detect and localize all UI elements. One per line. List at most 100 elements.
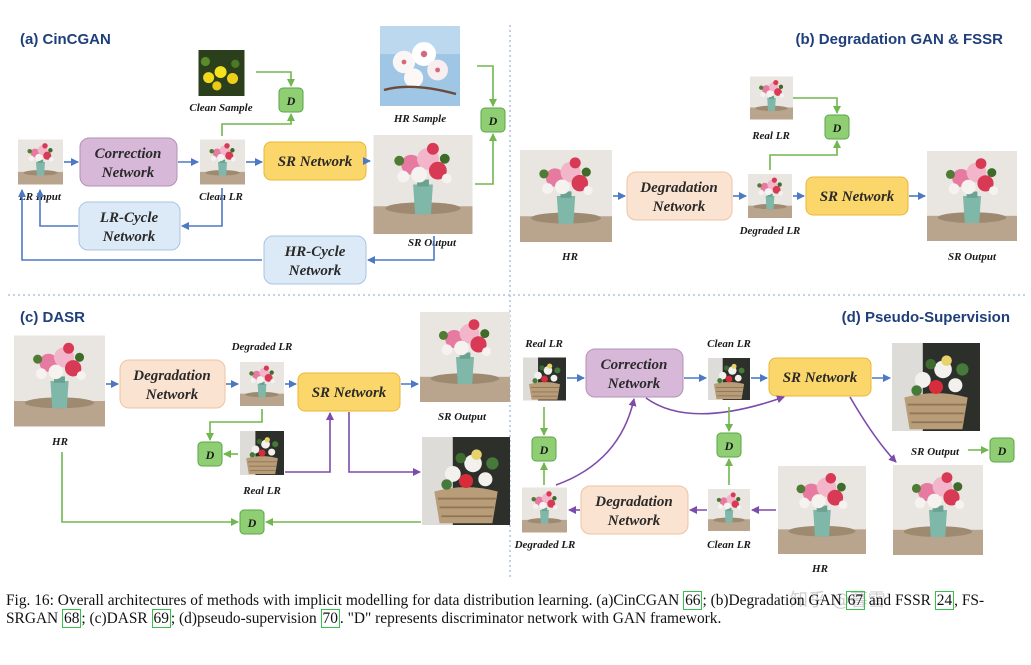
clean-lr-top-image <box>708 357 750 401</box>
discriminator-label: D <box>832 121 842 135</box>
caption-text: ; (c)DASR <box>81 610 152 627</box>
lr-cycle-label-2: Network <box>102 229 156 245</box>
arrow <box>475 133 497 185</box>
degraded-lr-label: Degraded LR <box>739 225 801 237</box>
arrow <box>18 189 262 261</box>
arrow <box>477 65 497 107</box>
sr-network-label: SR Network <box>820 189 895 205</box>
sr-output-label: SR Output <box>948 251 997 263</box>
citation-link[interactable]: 24 <box>934 591 955 610</box>
correction-network-box <box>585 348 684 398</box>
caption-text: Overall architectures of methods with im… <box>53 592 684 609</box>
discriminator-box <box>278 87 304 113</box>
real-lr-label: Real LR <box>524 338 563 350</box>
clean-lr-top-label: Clean LR <box>707 338 751 350</box>
arrow <box>181 188 223 230</box>
sr-network-box <box>768 357 872 397</box>
real-lr-label: Real LR <box>242 485 281 497</box>
arrow <box>348 412 421 476</box>
arrow <box>285 412 334 473</box>
caption-text: ; (b)Degradation GAN <box>702 592 846 609</box>
discriminator-label: D <box>539 443 549 457</box>
citation-link[interactable]: 66 <box>683 591 703 610</box>
sr-network-box <box>297 372 401 412</box>
real-lr-image <box>523 356 566 402</box>
degradation-label-2: Network <box>652 199 706 215</box>
hr-cycle-network-box <box>263 235 367 285</box>
citation-link[interactable]: 69 <box>151 609 171 628</box>
hr-image <box>778 466 866 554</box>
arrow <box>256 71 295 87</box>
figure-caption: Fig. 16: Overall architectures of method… <box>6 591 1021 628</box>
panel-b-title: (b) Degradation GAN & FSSR <box>795 31 1003 48</box>
hr-label: HR <box>811 563 828 575</box>
hr-sample-image <box>378 26 462 106</box>
caption-text: and FSSR <box>865 592 935 609</box>
degradation-label-1: Degradation <box>594 494 673 510</box>
citation-link[interactable]: 67 <box>845 591 866 610</box>
panel-a-cincgan: (a) CinCGAN Correction Network SR Networ… <box>18 26 506 285</box>
correction-label-2: Network <box>607 376 661 392</box>
clean-lr-image <box>200 139 245 185</box>
degradation-label-2: Network <box>607 513 661 529</box>
caption-text: . "D" represents discriminator network w… <box>339 610 722 627</box>
arrow <box>206 409 263 441</box>
caption-text: , FS-SRGAN <box>6 592 985 627</box>
sr-output-real-image <box>422 435 510 527</box>
degradation-label-2: Network <box>145 387 199 403</box>
degraded-lr-image <box>748 174 792 218</box>
hr-label: HR <box>51 436 68 448</box>
sr-network-box <box>805 176 909 216</box>
discriminator-box <box>531 436 557 462</box>
degraded-lr-image <box>522 487 567 533</box>
lr-input-image <box>18 139 63 185</box>
clean-sample-label: Clean Sample <box>189 102 252 114</box>
real-lr-image <box>240 430 284 476</box>
correction-network-box <box>79 137 178 187</box>
watermark: 知乎 @暮雪 <box>790 590 886 611</box>
hr-label: HR <box>561 251 578 263</box>
degradation-network-box <box>626 171 733 221</box>
discriminator-box <box>716 432 742 458</box>
discriminator-label: D <box>247 516 257 530</box>
clean-lr-label: Clean LR <box>199 191 243 203</box>
sr-output-label: SR Output <box>408 237 457 249</box>
caption-fig: Fig. 16: <box>6 592 54 609</box>
discriminator-box <box>989 437 1015 463</box>
hr-cycle-label-1: HR-Cycle <box>284 244 346 260</box>
arrow <box>769 140 841 170</box>
discriminator-label: D <box>286 94 296 108</box>
sr-output-label: SR Output <box>911 446 960 458</box>
panel-a-title: (a) CinCGAN <box>20 31 111 48</box>
correction-label-1: Correction <box>601 357 668 373</box>
arrow <box>793 97 841 114</box>
arrow <box>36 189 78 227</box>
lr-cycle-network-box <box>78 201 181 251</box>
discriminator-label: D <box>488 114 498 128</box>
panel-d-title: (d) Pseudo-Supervision <box>842 309 1010 326</box>
citation-link[interactable]: 68 <box>62 609 82 628</box>
sr-output-image <box>927 151 1017 241</box>
clean-lr-bottom-label: Clean LR <box>707 539 751 551</box>
arrow <box>221 113 295 136</box>
sr-output-image <box>373 135 473 234</box>
arrow <box>61 452 239 526</box>
arrow <box>555 398 637 486</box>
degraded-lr-image <box>240 362 284 406</box>
citation-link[interactable]: 70 <box>320 609 340 628</box>
sr-network-label: SR Network <box>783 370 858 386</box>
degraded-lr-label: Degraded LR <box>514 539 576 551</box>
degradation-label-1: Degradation <box>132 368 211 384</box>
clean-lr-bottom-image <box>708 489 750 531</box>
discriminator-box <box>239 509 265 535</box>
caption-text: ; (d)pseudo-supervision <box>170 610 321 627</box>
correction-label-2: Network <box>101 165 155 181</box>
sr-output-label: SR Output <box>438 411 487 423</box>
hr-sample-label: HR Sample <box>393 113 446 125</box>
sr-network-label: SR Network <box>278 154 353 170</box>
arrow <box>849 396 897 463</box>
panel-d-pseudo-supervision: (d) Pseudo-Supervision Correction Networ… <box>514 309 1015 575</box>
sr-network-label: SR Network <box>312 385 387 401</box>
degraded-lr-label: Degraded LR <box>231 341 293 353</box>
